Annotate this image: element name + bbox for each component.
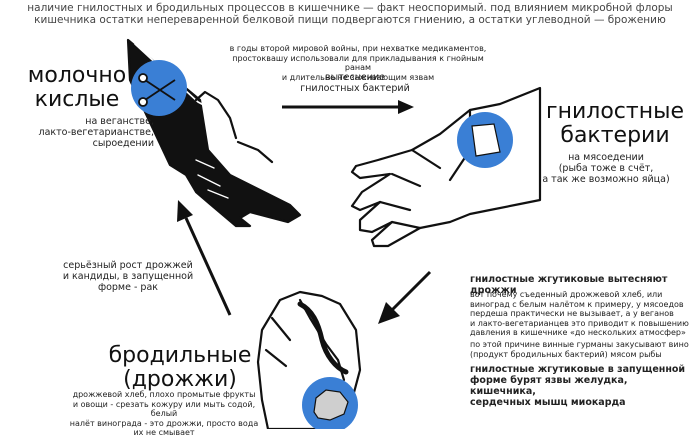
right-paragraph-2: по этой причине винные гурманы закусываю…	[470, 340, 696, 359]
right-p1-line-5: давления в кишечнике «до нескольких атмо…	[470, 328, 686, 337]
arrow-top	[282, 100, 414, 114]
putrid-desc-line-1: на мясоедении	[568, 152, 644, 163]
lactic-desc-line-1: на веганстве,	[85, 116, 154, 127]
paper-icon	[471, 123, 501, 157]
right-p1-line-2: виноград с белым налётом к примеру, у мя…	[470, 299, 684, 309]
putrid-description: на мясоедении (рыба тоже в счёт, а так ж…	[526, 152, 686, 185]
yeast-desc-line-4: их не смывает	[133, 428, 195, 437]
left-note-line-2: и кандиды, в запущенной	[62, 271, 194, 282]
lactic-title: молочно кислые	[12, 64, 142, 112]
top-arrow-label-line-2: гнилостных бактерий	[300, 83, 410, 94]
right-heading-1: гнилостные жгутиковые вытесняют дрожжи	[470, 274, 668, 296]
header-text: наличие гнилостных и бродильных процессо…	[0, 2, 700, 26]
lactic-description: на веганстве, лакто-вегетарианстве, сыро…	[14, 116, 155, 149]
putrid-title-line-2: бактерии	[560, 123, 670, 148]
yeast-title: бродильные (дрожжи)	[100, 344, 260, 392]
yeast-desc-line-3: налёт винограда - это дрожжи, просто вод…	[69, 418, 259, 428]
scissors-icon	[138, 73, 176, 107]
right-heading-2: гнилостные жгутиковые в запущенной форме…	[470, 364, 696, 408]
left-note: серьёзный рост дрожжей и кандиды, в запу…	[48, 260, 208, 293]
top-arrow-label-line-1: вытеснение	[325, 72, 385, 83]
top-note-line-2: простоквашу использовали для прикладыван…	[232, 53, 484, 73]
right-paragraph-1: вот почему съеденный дрожжевой хлеб, или…	[470, 290, 696, 338]
arrow-left-up	[177, 200, 232, 316]
arrow-right-down	[378, 270, 432, 324]
putrid-title-line-1: гнилостные	[546, 99, 684, 124]
right-h2-line-3: сердечных мышц миокарда	[470, 397, 626, 408]
left-note-line-1: серьёзный рост дрожжей	[63, 260, 193, 271]
putrid-desc-line-3: а так же возможно яйца)	[542, 174, 670, 185]
right-p1-line-3: пердеша практически не вызывает, а у вег…	[470, 309, 674, 318]
top-note: в годы второй мировой войны, при нехватк…	[218, 44, 498, 82]
header-line-2: кишечника остатки непереваренной белково…	[34, 14, 666, 26]
top-arrow-label: вытеснение гнилостных бактерий	[270, 72, 440, 94]
right-p1-line-1: вот почему съеденный дрожжевой хлеб, или	[470, 290, 663, 299]
paper-hand	[350, 86, 542, 248]
right-p2-line-1: по этой причине винные гурманы закусываю…	[470, 340, 689, 349]
diagram-illustration	[126, 38, 542, 429]
right-p2-line-2: (продукт бродильных бактерий) мясом рыбы	[470, 349, 662, 359]
right-h2-line-1: гнилостные жгутиковые в запущенной	[470, 364, 686, 375]
yeast-title-line-1: бродильные	[108, 343, 252, 368]
lactic-desc-line-2: лакто-вегетарианстве,	[38, 127, 155, 138]
right-p1-line-4: и лакто-вегетарианцев это приводит к пов…	[470, 318, 689, 328]
putrid-desc-line-2: (рыба тоже в счёт,	[558, 163, 654, 174]
left-note-line-3: форме - рак	[97, 282, 159, 293]
top-note-line-1: в годы второй мировой войны, при нехватк…	[229, 44, 487, 53]
header-line-1: наличие гнилостных и бродильных процессо…	[27, 2, 673, 14]
right-h2-line-2: форме бурят язвы желудка, кишечника,	[470, 375, 628, 397]
putrid-title: гнилостные бактерии	[540, 100, 690, 148]
yeast-title-line-2: (дрожжи)	[123, 367, 237, 392]
yeast-desc-line-1: дрожжевой хлеб, плохо промытые фрукты	[72, 390, 256, 399]
top-note-line-3: и длительно не заживающим язвам	[281, 72, 435, 82]
rock-icon	[313, 389, 349, 421]
yeast-desc-line-2: и овощи - срезать кожуру или мыть содой,…	[72, 399, 256, 419]
lactic-desc-line-3: сыроедении	[92, 138, 154, 149]
lactic-title-line-2: кислые	[34, 87, 120, 112]
lactic-title-line-1: молочно	[27, 63, 127, 88]
yeast-description: дрожжевой хлеб, плохо промытые фрукты и …	[60, 390, 268, 438]
